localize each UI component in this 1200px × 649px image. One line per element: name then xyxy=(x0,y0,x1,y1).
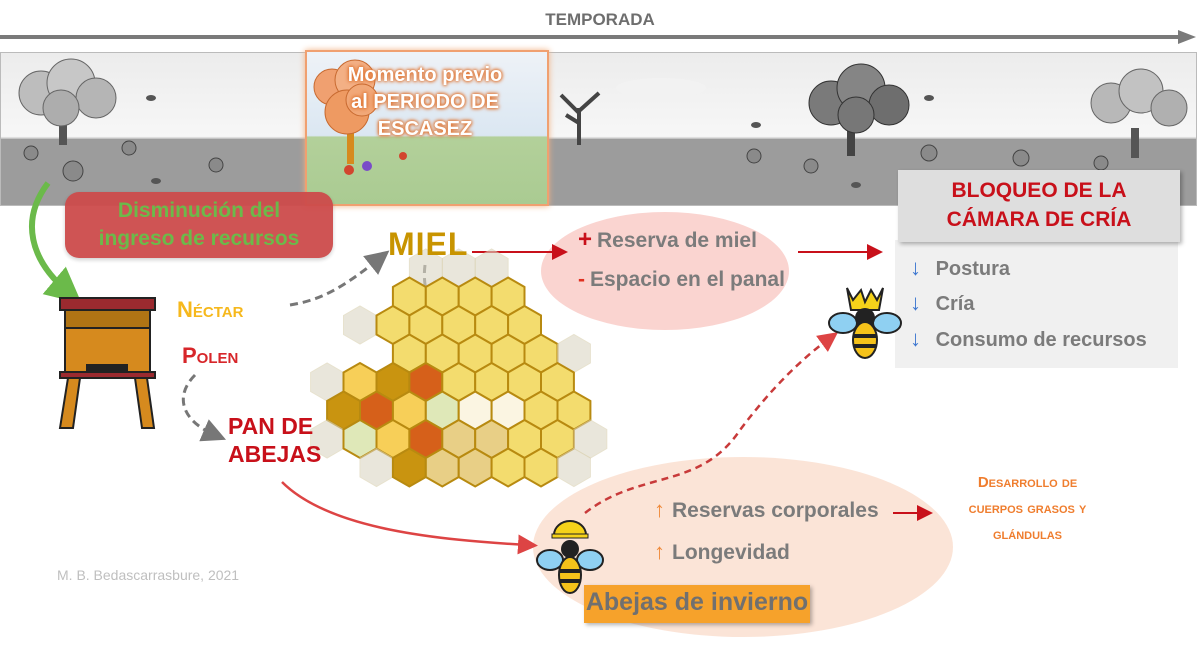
winter-bees-label: Abejas de invierno xyxy=(585,588,809,616)
nectar-to-miel-arrow xyxy=(289,250,390,307)
honeycomb-cell xyxy=(557,447,591,488)
decrease-banner xyxy=(65,192,333,258)
author-credit: M. B. Bedascarrasbure, 2021 xyxy=(57,567,240,583)
honeycomb-cell xyxy=(424,447,460,488)
worker-bee-icon xyxy=(536,520,604,594)
queen-bee-icon xyxy=(828,287,902,359)
flower-icon xyxy=(344,152,407,175)
honeycomb-cell xyxy=(343,305,377,345)
brood-block-title: BLOQUEO DE LA CÁMARA DE CRÍA xyxy=(946,179,1132,231)
honey-effect-item: +Reserva de miel xyxy=(578,226,757,253)
miel-label: MIEL xyxy=(388,226,469,262)
honeycomb-icon xyxy=(310,248,608,488)
outcome-label: Desarrollo de cuerpos grasos y glándulas xyxy=(968,474,1087,543)
pan-de-abejas-label: PAN DE ABEJAS xyxy=(228,413,322,467)
worker-to-queen-arrow xyxy=(584,332,839,514)
orange-tree-icon xyxy=(313,59,407,175)
timeline-label: TEMPORADA xyxy=(545,10,655,29)
brood-effects-panel xyxy=(895,240,1178,368)
tree-icon xyxy=(808,63,910,156)
polen-to-pan-arrow xyxy=(181,373,227,442)
cloud-icon xyxy=(616,78,706,98)
honeycomb-cell xyxy=(391,447,427,488)
decrease-banner-text: Disminución del ingreso de recursos xyxy=(98,199,300,250)
beehive-icon xyxy=(58,297,156,429)
arrow-down-icon: ↓ xyxy=(910,326,921,351)
tree-icon xyxy=(1090,68,1188,158)
honey-effect-item: -Espacio en el panal xyxy=(578,268,785,291)
honeycomb-cell xyxy=(523,447,559,488)
arrow-up-icon: ↑ xyxy=(654,497,665,522)
flying-bee-icons xyxy=(146,95,934,188)
minus-icon: - xyxy=(578,268,585,291)
polen-label: Polen xyxy=(182,343,239,368)
brood-block-title-box xyxy=(898,170,1180,242)
tree-icon xyxy=(18,58,117,145)
winter-bees-label-box xyxy=(584,585,810,623)
green-curved-arrow xyxy=(29,181,82,304)
pan-to-worker-arrow xyxy=(281,481,538,555)
winter-effect-item: ↑Longevidad xyxy=(654,539,790,564)
dry-tree-icon xyxy=(559,91,601,145)
honeycomb-cell xyxy=(490,447,526,488)
bush-icons xyxy=(23,140,1109,182)
honey-effects-bg xyxy=(541,212,789,330)
winter-effect-item: ↑Reservas corporales xyxy=(654,497,879,522)
brood-effect-item: ↓ Cría xyxy=(910,290,975,315)
arrow-down-icon: ↓ xyxy=(910,290,921,315)
arrow-up-icon: ↑ xyxy=(654,539,665,564)
plus-icon: + xyxy=(578,226,593,253)
brood-effect-item: ↓ Consumo de recursos xyxy=(910,326,1147,351)
arrow-right-icon xyxy=(0,30,1196,44)
scarcity-highlight xyxy=(305,50,549,206)
honeycomb-cell xyxy=(457,447,493,488)
scarcity-label: Momento previo al PERIODO DE ESCASEZ xyxy=(347,64,503,140)
nectar-label: Néctar xyxy=(177,297,244,322)
landscape-illustration xyxy=(18,58,1188,188)
brood-effect-item: ↓ Postura xyxy=(910,255,1011,280)
arrow-down-icon: ↓ xyxy=(910,255,921,280)
